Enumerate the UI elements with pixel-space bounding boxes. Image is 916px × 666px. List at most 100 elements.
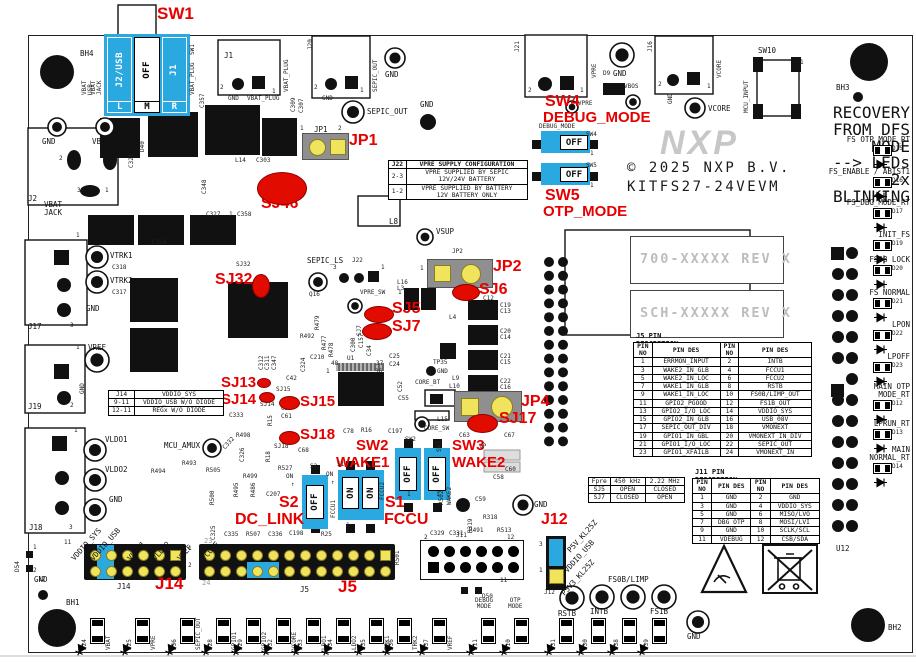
led-ref: D23 <box>892 361 903 369</box>
j11-cell-dbg-otp: DBG OTP <box>711 518 752 528</box>
label-vbos-83: VBOS <box>624 83 639 90</box>
led-label: MAIN OTP MODE_RT <box>873 382 910 399</box>
label-gnd-93: GND <box>667 93 674 104</box>
led-ref: D12 <box>892 399 903 407</box>
label-2-107: 2 <box>70 402 74 409</box>
label-c324-141: C324 <box>300 357 307 372</box>
label-12-229: 12 <box>38 576 46 583</box>
label-mcu-amux-186: MCU_AMUX <box>164 441 201 450</box>
label-q16-117: Q16 <box>309 291 320 298</box>
led-label: FS_ENABLE / ABIST1 <box>828 167 910 176</box>
label-r501-218: R501 <box>394 550 401 565</box>
j5-cell-8: 8 <box>719 382 740 392</box>
sj18-solder-jumper[interactable] <box>279 431 300 445</box>
label-label-199: ↑ <box>291 481 295 488</box>
sw1-right-pos: R <box>162 101 186 112</box>
j5-cell-gpio2-in-glb: GPIO2_IN_GLB <box>651 415 721 425</box>
diode-symbol-icon <box>606 640 619 659</box>
label-1-146: 1 <box>326 368 330 375</box>
j11-cell-1: 1 <box>691 493 713 503</box>
label-2-181: 2 <box>424 534 428 541</box>
j11-header[interactable] <box>420 540 524 580</box>
sj7-solder-jumper[interactable] <box>362 323 392 340</box>
sj14-solder-jumper[interactable] <box>259 392 275 403</box>
label-24-227: 24 <box>202 579 211 587</box>
label-c317-69: C317 <box>112 289 127 296</box>
annotation-sj6: SJ6 <box>479 281 508 298</box>
jp1-jumper[interactable] <box>302 133 349 160</box>
label-r502-211: R502 <box>438 490 445 505</box>
j5-header[interactable] <box>199 544 395 580</box>
sw1-mid[interactable]: OFF M <box>134 37 160 113</box>
sj46-solder-jumper[interactable] <box>257 172 307 205</box>
led-package-icon <box>276 618 291 644</box>
label-fs0b-limp-252: FS0B/LIMP <box>608 575 649 584</box>
sw1-mid-value: OFF <box>141 60 152 79</box>
label-c336-221: C336 <box>268 531 283 538</box>
led-package-icon <box>873 329 892 341</box>
sj17-solder-jumper[interactable] <box>467 414 498 433</box>
sj6-solder-jumper[interactable] <box>452 284 480 301</box>
label-23-226: 23 <box>204 537 213 545</box>
label-3-101: 3 <box>70 322 74 329</box>
sj5-solder-jumper[interactable] <box>364 306 394 323</box>
label-sj15-214: SJ15 <box>276 386 291 393</box>
label-2-91: 2 <box>658 81 662 88</box>
j14-header[interactable] <box>84 544 186 580</box>
sj32-solder-jumper[interactable] <box>252 274 270 298</box>
sw1-right[interactable]: J1 R <box>161 37 187 113</box>
sw1-switch[interactable]: J2/USB L OFF M J1 R <box>104 34 190 116</box>
label-j14-232: J14 <box>117 582 131 591</box>
sw2-switch[interactable]: OFF <box>395 448 421 500</box>
led-package-icon <box>180 618 195 644</box>
fpre-cell-sj7: SJ7 <box>588 493 611 503</box>
j5-cell-gpio2-i-o-loc: GPIO2_I/O_LOC <box>651 406 721 417</box>
label-c326-195: C326 <box>239 447 246 462</box>
j12-jumper[interactable] <box>546 536 566 590</box>
sw1-left[interactable]: J2/USB L <box>107 37 133 113</box>
label-c68-162: C68 <box>298 447 309 454</box>
diode-symbol-icon <box>320 640 333 659</box>
s1-switch[interactable]: ON ON <box>338 470 384 520</box>
label-vbat-plug-38: VBAT_PLUG <box>189 62 196 95</box>
label-vref-108: VREF <box>88 343 107 352</box>
j5-cell-17: 17 <box>633 423 653 433</box>
label-c307-47: C307 <box>298 98 305 113</box>
sj13-solder-jumper[interactable] <box>257 378 271 388</box>
j5-cell-fccu2: FCCU2 <box>738 373 812 384</box>
annotation-fccu: FCCU <box>384 511 429 528</box>
label-r500-190: R500 <box>209 490 216 505</box>
led-package-icon <box>216 618 231 644</box>
label-r16-166: R16 <box>361 427 372 434</box>
sw3-switch[interactable]: OFF <box>424 448 450 500</box>
j5-cell-20: 20 <box>719 431 740 441</box>
label-sw5-88: SW5 <box>586 162 597 169</box>
label-j17-99: J17 <box>28 322 42 331</box>
label-1-97: 1 <box>800 59 804 66</box>
diode-symbol-icon <box>874 250 887 269</box>
led-ref: D15 <box>892 144 903 152</box>
label-r492-133: R492 <box>300 333 315 340</box>
label-tp35-150: TP35 <box>433 359 448 366</box>
label-3-73: 3 <box>77 187 81 194</box>
led-package-icon <box>622 618 637 644</box>
label-rstb-250: RSTB <box>558 609 577 618</box>
led-package-icon <box>514 618 529 644</box>
label-l9-153: L9 <box>452 375 460 382</box>
label-c327-64: C327 <box>206 211 221 218</box>
label-11-184: 11 <box>500 577 508 584</box>
sj15-solder-jumper[interactable] <box>279 396 300 410</box>
sw4-switch[interactable]: OFF <box>541 131 590 153</box>
annotation-sw3: SW3 <box>452 437 485 454</box>
j5-cell-errmon-input: ERRMON_INPUT <box>651 357 721 367</box>
sw5-switch[interactable]: OFF <box>541 163 590 185</box>
s2-switch[interactable]: OFF <box>302 475 328 529</box>
j5-cell-pin-des: PIN DES <box>738 341 812 359</box>
rev-label-2: SCH-XXXXX REV X <box>640 305 792 321</box>
label-sw2-204: SW2 <box>405 436 416 443</box>
j11-cell-6: 6 <box>750 509 771 520</box>
